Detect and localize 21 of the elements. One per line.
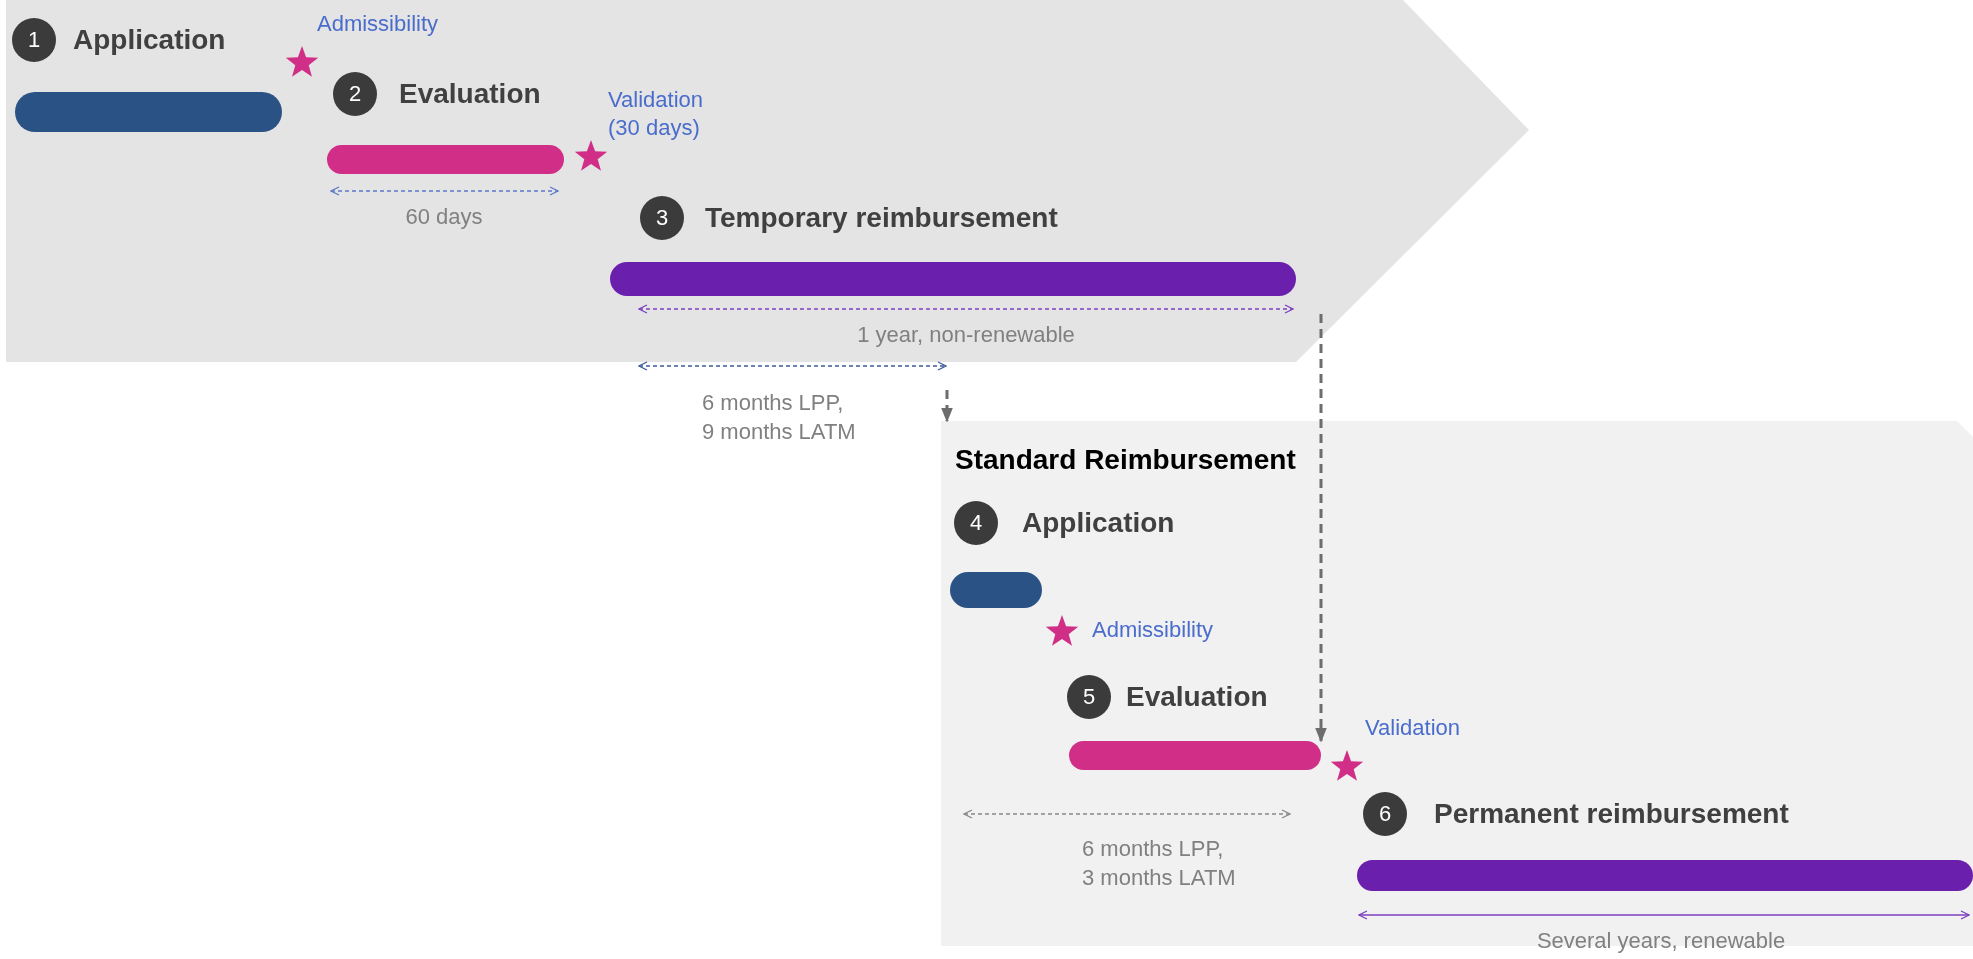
arrow	[1315, 314, 1327, 743]
step-number: 5	[1067, 675, 1111, 719]
step-title: Application	[1022, 506, 1175, 540]
duration-label: 6 months LPP, 9 months LATM	[702, 389, 857, 446]
duration-label: 1 year, non-renewable	[857, 321, 1075, 349]
duration-label: Several years, renewable	[1536, 927, 1786, 955]
step-number: 4	[954, 501, 998, 545]
step-title: Evaluation	[399, 77, 541, 111]
panel-title: Standard Reimbursement	[955, 443, 1296, 477]
duration-label: 60 days	[405, 203, 483, 231]
step-title: Application	[73, 23, 226, 57]
arrow	[941, 390, 953, 423]
milestone-label: Validation (30 days)	[608, 86, 704, 142]
milestone-label: Admissibility	[1092, 616, 1214, 644]
step-title: Evaluation	[1126, 680, 1268, 714]
step-title: Permanent reimbursement	[1434, 797, 1789, 831]
milestone-label: Validation	[1365, 714, 1460, 742]
step-title: Temporary reimbursement	[705, 201, 1058, 235]
milestone-label: Admissibility	[317, 10, 439, 38]
duration-label: 6 months LPP, 3 months LATM	[1082, 835, 1237, 892]
step-number: 6	[1363, 792, 1407, 836]
